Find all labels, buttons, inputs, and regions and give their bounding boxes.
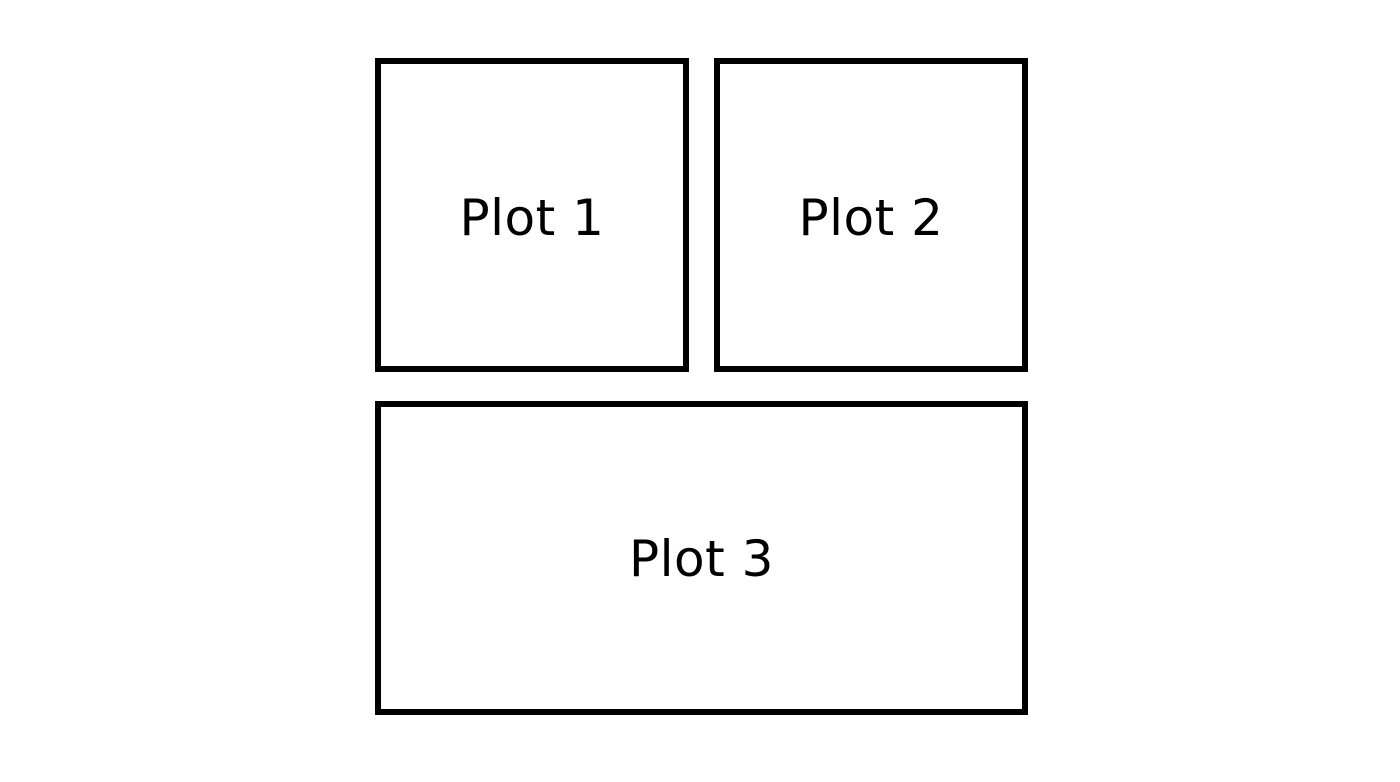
plot-2-label: Plot 2	[798, 189, 944, 247]
plot-3-panel: Plot 3	[375, 401, 1028, 715]
plot-2-panel: Plot 2	[714, 58, 1028, 372]
plot-3-label: Plot 3	[629, 530, 774, 588]
plot-1-panel: Plot 1	[375, 58, 689, 372]
plot-1-label: Plot 1	[459, 189, 605, 247]
